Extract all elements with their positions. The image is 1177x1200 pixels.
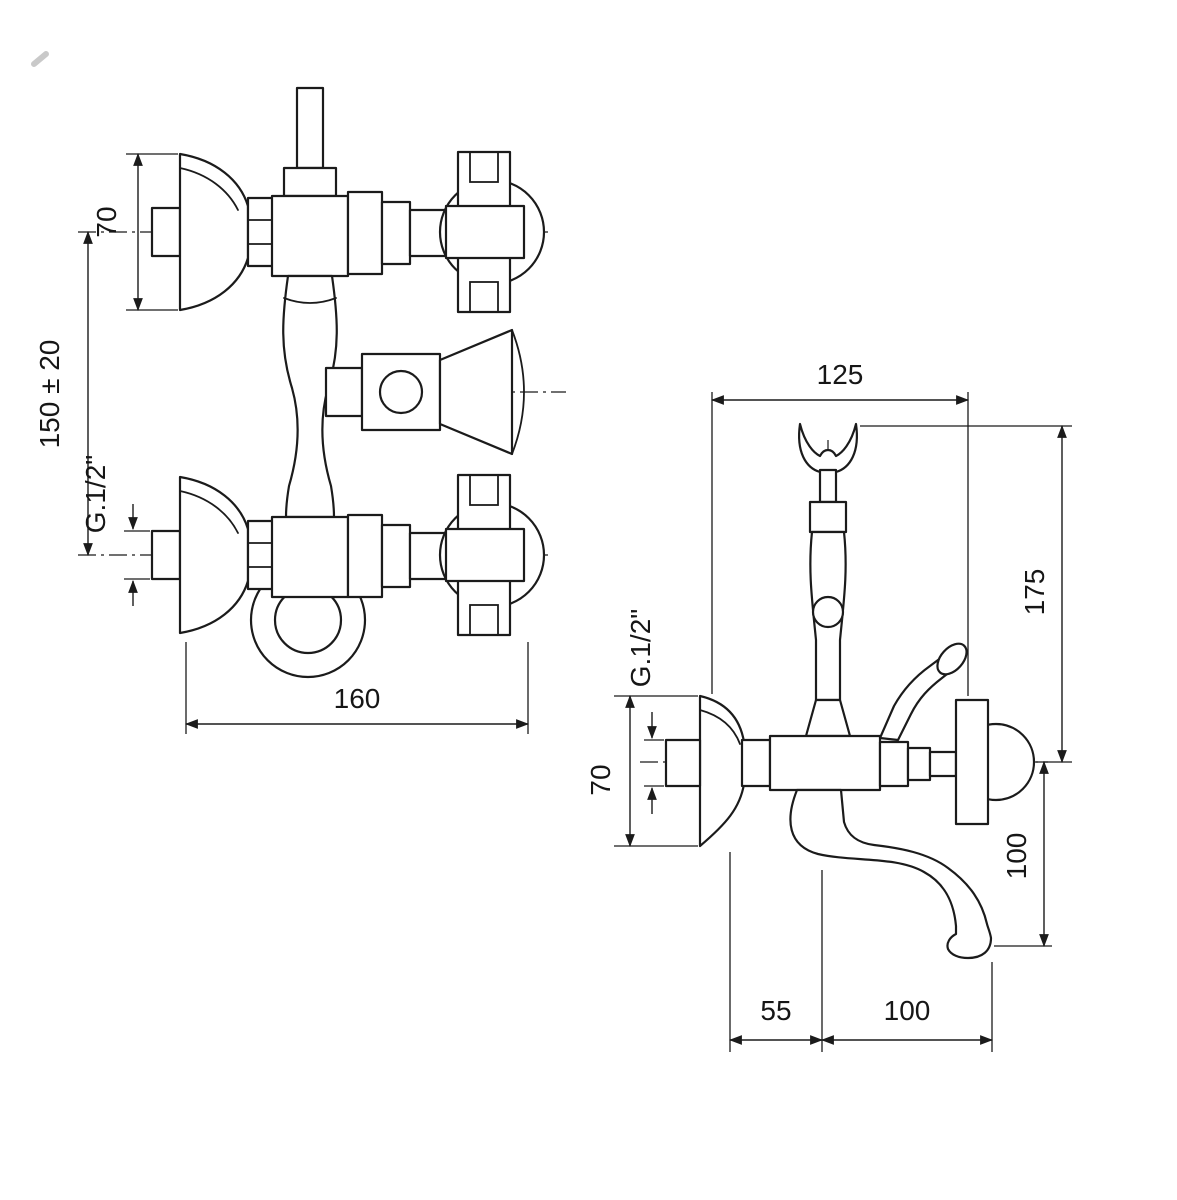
side-dim-bell-70: 70	[585, 694, 698, 848]
top-right-stem-step1	[346, 190, 384, 276]
diverter-knob	[378, 369, 424, 415]
front-view: 70 150 ± 20 G.1/2" 160	[34, 86, 566, 734]
bottom-cross-handle-horizontal	[444, 527, 526, 583]
diverter-horn-mouth	[511, 329, 525, 455]
top-left-nut	[246, 196, 276, 268]
front-dim-bell-70: 70	[91, 152, 178, 312]
lever-knob	[936, 642, 968, 676]
front-dim-bell-label: 70	[91, 206, 122, 237]
bottom-handle-cap-lower	[469, 604, 499, 636]
riser-threaded-pipe	[295, 86, 325, 170]
side-stem-step2	[906, 746, 932, 782]
side-view: 125 175 G.1/2" 70 100	[585, 359, 1072, 1052]
side-dim-reach-label: 100	[884, 995, 931, 1026]
diverter-neck	[324, 366, 364, 418]
spout-curve	[789, 788, 993, 960]
shower-riser	[282, 86, 338, 198]
bottom-body-block	[270, 515, 350, 599]
bottom-left-escutcheon-bell	[178, 475, 250, 635]
bottom-left-nut	[246, 519, 276, 591]
side-body-block	[768, 734, 882, 792]
top-left-bell-contour	[179, 167, 239, 211]
side-dim-width-125: 125	[710, 359, 970, 696]
bottom-handle-cap-upper	[469, 474, 499, 506]
diverter-knob-side	[811, 595, 845, 629]
diverter-horn	[438, 328, 514, 456]
holder-fork	[798, 422, 858, 474]
top-handle-cap-lower	[469, 281, 499, 313]
side-dim-width-label: 125	[817, 359, 864, 390]
top-right-stem-step2	[380, 200, 412, 266]
side-valve-body	[664, 694, 1036, 848]
front-dim-thread: G.1/2"	[80, 455, 150, 606]
side-spout	[789, 788, 993, 960]
side-stem-step3	[928, 750, 958, 778]
side-dim-height-175: 175	[860, 424, 1072, 764]
top-body-block	[270, 194, 350, 278]
diverter-assembly	[324, 328, 525, 456]
front-dim-spacing-label: 150 ± 20	[34, 340, 65, 449]
side-dim-drop-100: 100	[994, 760, 1052, 948]
side-bell-contour	[699, 709, 741, 745]
front-dim-spacing-150: 150 ± 20	[34, 230, 93, 557]
side-dim-bell-label: 70	[585, 764, 616, 795]
side-diverter-lever	[878, 642, 968, 742]
bottom-valve-assembly	[150, 473, 546, 637]
column-flare	[804, 698, 852, 738]
front-dim-width-label: 160	[334, 683, 381, 714]
top-left-escutcheon-bell	[178, 152, 250, 312]
side-dim-thread: G.1/2"	[625, 609, 664, 814]
side-handle-slab	[954, 698, 990, 826]
bottom-left-inlet-nipple	[150, 529, 182, 581]
front-dim-thread-label: G.1/2"	[80, 455, 111, 533]
bottom-right-stem-step2	[380, 523, 412, 589]
column-collar	[283, 297, 337, 304]
top-valve-assembly	[150, 150, 546, 314]
handshower-holder	[798, 422, 858, 504]
scan-artifact	[31, 51, 49, 67]
side-column	[804, 500, 852, 738]
side-escutcheon-bell	[698, 694, 746, 848]
riser-union-nut	[282, 166, 338, 198]
bottom-right-stem-step1	[346, 513, 384, 599]
side-dim-thread-label: G.1/2"	[625, 609, 656, 687]
top-left-inlet-nipple	[150, 206, 182, 258]
side-dim-bottom: 55 100	[728, 852, 994, 1052]
side-dim-height-label: 175	[1019, 569, 1050, 616]
bottom-left-bell-contour	[179, 490, 239, 534]
side-inlet-nipple	[664, 738, 702, 788]
top-cross-handle-horizontal	[444, 204, 526, 260]
front-dim-width-160: 160	[184, 642, 530, 734]
holder-stem	[818, 468, 838, 504]
side-dim-drop-label: 100	[1001, 833, 1032, 880]
side-stem-step1	[878, 740, 910, 788]
column-collar-side	[808, 500, 848, 534]
side-left-nut	[740, 738, 772, 788]
top-handle-cap-upper	[469, 151, 499, 183]
side-dim-offset-label: 55	[760, 995, 791, 1026]
